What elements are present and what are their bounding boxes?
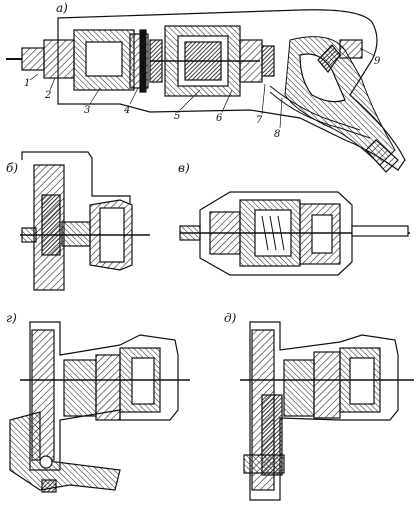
callout-7: 7 (256, 115, 263, 126)
panel-b-disk-attachment (20, 151, 150, 291)
callout-4: 4 (123, 105, 130, 116)
callout-2: 2 (44, 90, 51, 101)
panel-v-impact-attachment (179, 191, 410, 276)
panel-a-drill-section (6, 9, 406, 173)
callout-leaders (29, 47, 376, 129)
panel-label-g: г) (6, 311, 17, 325)
callout-1: 1 (24, 78, 30, 89)
panel-g-angle-grinder-attachment (9, 321, 190, 493)
callout-8: 8 (274, 129, 280, 140)
panel-label-v: в) (178, 161, 190, 175)
panel-label-d: д) (224, 311, 237, 325)
callout-9: 9 (374, 56, 381, 67)
callout-5: 5 (174, 111, 180, 122)
callout-6: 6 (216, 113, 223, 124)
panel-label-b: б) (6, 161, 18, 175)
panel-d-saw-attachment (240, 321, 414, 501)
callout-3: 3 (84, 105, 90, 116)
panel-labels: а) б) в) г) д) (6, 1, 237, 325)
panel-label-a: а) (56, 1, 68, 15)
callout-numbers: 1 2 3 4 5 6 7 8 9 (24, 56, 381, 140)
